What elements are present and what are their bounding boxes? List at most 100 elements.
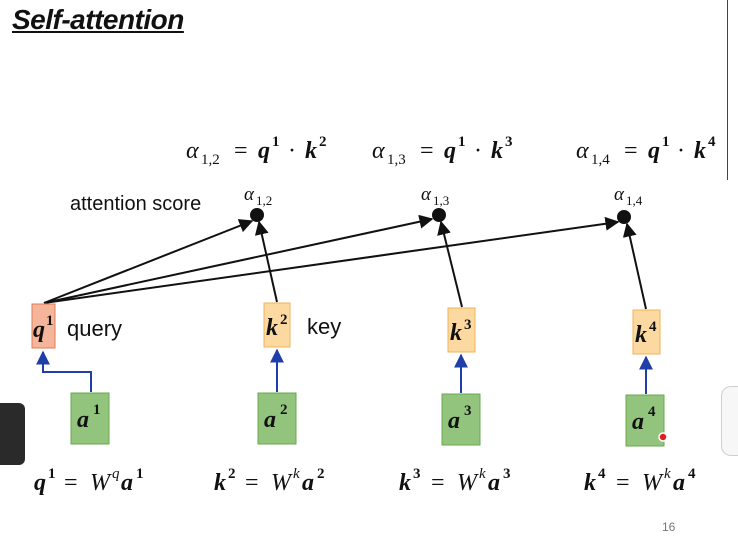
alpha-symbol: α — [614, 184, 625, 205]
alpha-subscript: 1,4 — [626, 193, 643, 208]
alpha-symbol: α — [576, 138, 589, 164]
equals-sign: = — [64, 470, 78, 496]
k-symbol: k — [694, 138, 706, 164]
equals-sign: = — [624, 138, 638, 164]
alpha-symbol: α — [244, 184, 255, 205]
k-superscript: 2 — [280, 312, 288, 328]
input-box-fill — [257, 392, 297, 445]
q-symbol: q — [258, 138, 270, 164]
k-superscript: 3 — [464, 317, 472, 333]
alpha-subscript: 1,2 — [201, 152, 220, 168]
input-box-fill — [441, 393, 481, 446]
arrow-k3-to-alpha-1-3 — [437, 220, 463, 308]
a-superscript: 4 — [688, 466, 696, 482]
a-superscript: 1 — [136, 466, 144, 482]
left-overlay-tab[interactable] — [0, 403, 25, 465]
alpha-symbol: α — [186, 138, 199, 164]
k-symbol: k — [214, 470, 226, 496]
attention-score-node-1-4 — [617, 210, 631, 224]
key-label: key — [307, 314, 341, 339]
a-superscript: 1 — [93, 402, 101, 418]
w-symbol: W — [457, 470, 479, 496]
a-symbol: a — [264, 407, 276, 433]
w-symbol: W — [90, 470, 112, 496]
window-edge-rule — [727, 0, 738, 180]
input-box-a4: a 4 — [625, 394, 665, 447]
key-box-k3: k 3 — [447, 307, 476, 353]
k-symbol: k — [491, 138, 503, 164]
q-symbol: q — [33, 317, 45, 343]
eq-k4: k 4 = W k a 4 — [584, 466, 696, 496]
alpha-subscript: 1,3 — [387, 152, 406, 168]
input-box-fill — [625, 394, 665, 447]
key-box-k4: k 4 — [632, 309, 661, 355]
k-superscript: 4 — [708, 134, 716, 150]
alpha-subscript: 1,2 — [256, 193, 272, 208]
q-symbol: q — [648, 138, 660, 164]
page-number: 16 — [662, 520, 676, 534]
input-box-a3: a 3 — [441, 393, 481, 446]
laser-pointer-dot — [658, 432, 668, 442]
k-symbol: k — [584, 470, 596, 496]
w-superscript: k — [664, 466, 671, 482]
input-box-a2: a 2 — [257, 392, 297, 445]
attention-score-node-1-2 — [250, 208, 264, 222]
equals-sign: = — [431, 470, 445, 496]
score-equation-1-4: α 1,4 = q 1 · k 4 — [576, 134, 716, 168]
k-symbol: k — [450, 320, 462, 346]
slide-title: Self-attention — [12, 4, 184, 35]
right-overlay-tab[interactable] — [721, 386, 738, 456]
q-superscript: 1 — [272, 134, 280, 150]
arrow-k2-to-alpha-1-2 — [254, 220, 278, 303]
q-superscript: 1 — [662, 134, 670, 150]
equals-sign: = — [245, 470, 259, 496]
a-superscript: 3 — [503, 466, 511, 482]
a-superscript: 2 — [280, 402, 288, 418]
key-box-fill — [263, 302, 291, 348]
alpha-subscript: 1,4 — [591, 152, 610, 168]
q-symbol: q — [444, 138, 456, 164]
eq-k2: k 2 = W k a 2 — [214, 466, 325, 496]
a-symbol: a — [302, 470, 314, 496]
a-symbol: a — [488, 470, 500, 496]
eq-q1: q 1 = W q a 1 — [34, 466, 144, 496]
key-box-fill — [447, 307, 476, 353]
w-symbol: W — [271, 470, 293, 496]
k-symbol: k — [305, 138, 317, 164]
dot-operator: · — [677, 138, 685, 164]
w-superscript: q — [112, 466, 120, 482]
w-superscript: k — [479, 466, 486, 482]
k-symbol: k — [399, 470, 411, 496]
arrow-q1-to-alpha-1-3 — [43, 214, 434, 304]
a-symbol: a — [121, 470, 133, 496]
arrow-q1-to-alpha-1-4 — [43, 216, 620, 304]
q-symbol: q — [34, 470, 46, 496]
alpha-node-label-1-2: α 1,2 — [244, 184, 272, 208]
query-box-fill — [31, 303, 56, 349]
dot-operator: · — [288, 138, 296, 164]
query-box-q1: q 1 — [31, 303, 56, 349]
arrow-q1-to-alpha-1-2 — [43, 219, 254, 304]
k-superscript: 2 — [319, 134, 327, 150]
q-superscript: 1 — [48, 466, 56, 482]
equals-sign: = — [420, 138, 434, 164]
k-symbol: k — [266, 315, 278, 341]
q-superscript: 1 — [46, 313, 54, 329]
score-equation-1-3: α 1,3 = q 1 · k 3 — [372, 134, 513, 168]
k-symbol: k — [635, 322, 647, 348]
a-superscript: 2 — [317, 466, 325, 482]
a-superscript: 3 — [464, 403, 472, 419]
score-equation-1-2: α 1,2 = q 1 · k 2 — [186, 134, 327, 168]
k-superscript: 3 — [413, 466, 421, 482]
attention-score-label: attention score — [70, 193, 201, 215]
query-label: query — [67, 316, 122, 341]
dot-operator: · — [474, 138, 482, 164]
alpha-node-label-1-4: α 1,4 — [614, 184, 643, 208]
key-box-fill — [632, 309, 661, 355]
a-symbol: a — [448, 408, 460, 434]
a-symbol: a — [77, 407, 89, 433]
arrow-k4-to-alpha-1-4 — [622, 222, 647, 310]
a-symbol: a — [632, 409, 644, 435]
alpha-symbol: α — [372, 138, 385, 164]
